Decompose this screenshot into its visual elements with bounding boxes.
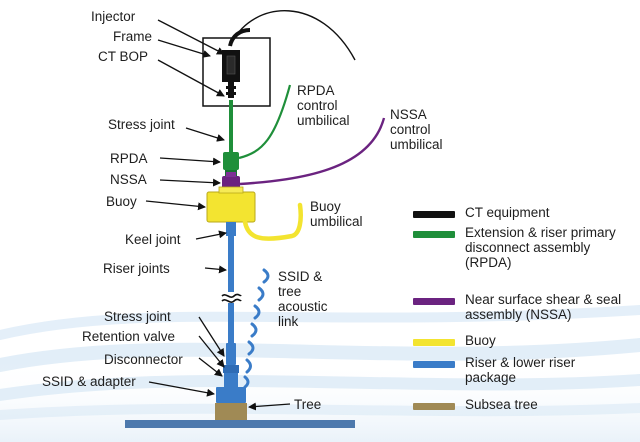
legend-label: Extension & riser primary disconnect ass… (465, 225, 616, 270)
legend-item-riser: Riser & lower riser package (413, 355, 595, 385)
leader-arrows (145, 19, 291, 411)
legend-swatch (413, 361, 455, 368)
legend-item-nssa: Near surface shear & seal assembly (NSSA… (413, 292, 635, 322)
legend-label: Buoy (465, 333, 496, 348)
gooseneck-curve (231, 10, 356, 61)
label-rpda: RPDA (110, 151, 148, 166)
label-ct-bop: CT BOP (98, 49, 149, 64)
sea-background (0, 305, 640, 442)
rpda-umbilical-line (238, 84, 292, 160)
label-ssid-link: SSID & tree acoustic link (278, 269, 328, 329)
legend-label: Subsea tree (465, 397, 538, 412)
legend-item-rpda: Extension & riser primary disconnect ass… (413, 225, 635, 270)
ct-equipment (222, 28, 251, 98)
label-stress-joint-top: Stress joint (108, 117, 175, 132)
rpda-assembly (223, 100, 239, 176)
riser (216, 222, 246, 403)
label-injector: Injector (91, 9, 136, 24)
buoy (206, 191, 256, 223)
subsea-tree (215, 403, 247, 420)
label-ssid-adapter: SSID & adapter (42, 374, 136, 389)
label-retention-valve: Retention valve (82, 329, 176, 344)
nssa-umbilical-line (239, 117, 386, 186)
legend-swatch (413, 298, 455, 305)
legend-swatch (413, 211, 455, 218)
legend-item-buoy: Buoy (413, 333, 640, 348)
seabed (125, 420, 355, 428)
label-keel-joint: Keel joint (125, 232, 181, 247)
legend-swatch (413, 339, 455, 346)
legend-swatch (413, 231, 455, 238)
label-tree: Tree (294, 397, 322, 412)
label-frame: Frame (113, 29, 153, 44)
label-riser-joints: Riser joints (103, 261, 170, 276)
legend-label: Riser & lower riser package (465, 355, 576, 385)
label-nssa: NSSA (110, 172, 147, 187)
legend-label: CT equipment (465, 205, 550, 220)
legend-item-ct-equipment: CT equipment (413, 205, 640, 220)
frame (202, 37, 271, 107)
label-stress-joint-bottom: Stress joint (104, 309, 171, 324)
riser-break-mark (221, 293, 242, 303)
legend-item-subsea-tree: Subsea tree (413, 397, 640, 412)
label-buoy-umbilical: Buoy umbilical (310, 199, 363, 229)
label-buoy: Buoy (106, 194, 137, 209)
legend-swatch (413, 403, 455, 410)
label-nssa-umbilical: NSSA control umbilical (390, 107, 443, 152)
acoustic-link-waves (243, 268, 270, 389)
label-rpda-umbilical: RPDA control umbilical (297, 83, 350, 128)
label-disconnector: Disconnector (104, 352, 183, 367)
buoy-umbilical-line (242, 202, 303, 241)
legend-label: Near surface shear & seal assembly (NSSA… (465, 292, 622, 322)
